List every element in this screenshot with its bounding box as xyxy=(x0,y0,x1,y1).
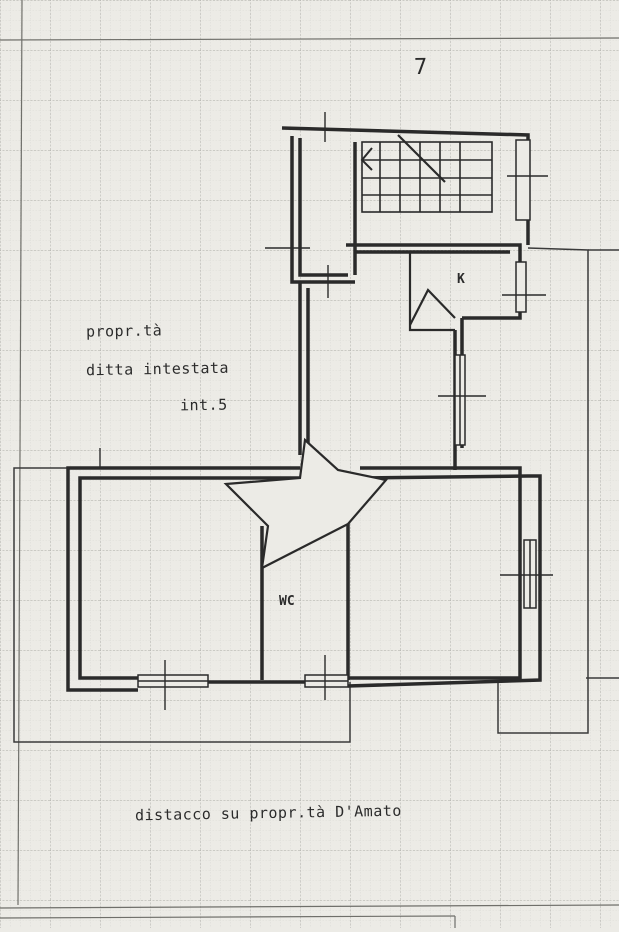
building-walls xyxy=(66,126,542,692)
owner-label-line2: ditta intestata xyxy=(85,358,230,380)
room-label-wc: WC xyxy=(279,594,295,609)
property-boundary xyxy=(13,247,619,743)
windows xyxy=(137,139,537,688)
doors xyxy=(223,252,456,570)
room-label-kitchen: K xyxy=(457,272,465,287)
opening-ticks xyxy=(164,112,553,710)
sheet-number: 7 xyxy=(413,54,428,81)
owner-label-line1: propr.tà xyxy=(85,321,163,341)
staircase xyxy=(360,134,493,213)
owner-label-line3: int.5 xyxy=(179,395,228,415)
